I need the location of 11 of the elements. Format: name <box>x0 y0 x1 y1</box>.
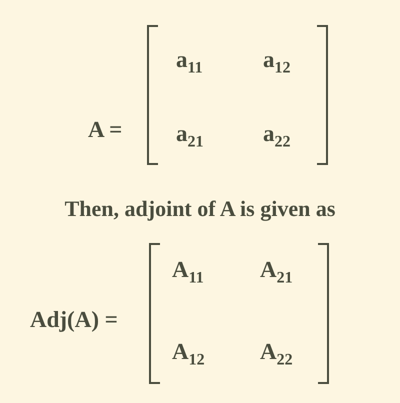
matrix-entry: A$_{11}$ <box>172 258 204 287</box>
matrix-entry: a$_{11}$ <box>176 48 203 77</box>
matrix-entry: a$_{22}$ <box>263 122 290 151</box>
matrix-entry: A$_{12}$ <box>172 340 205 369</box>
matrix-entry: a$_{21}$ <box>176 122 204 151</box>
matrix-entry: A$_{21}$ <box>260 258 293 287</box>
sentence: Then, adjoint of A is given as <box>64 198 336 220</box>
equation-label: A = <box>88 118 122 141</box>
matrix-entry: a$_{12}$ <box>263 48 290 77</box>
equation-label: Adj(A) = <box>30 308 118 331</box>
matrix-entry: A$_{22}$ <box>260 340 293 369</box>
